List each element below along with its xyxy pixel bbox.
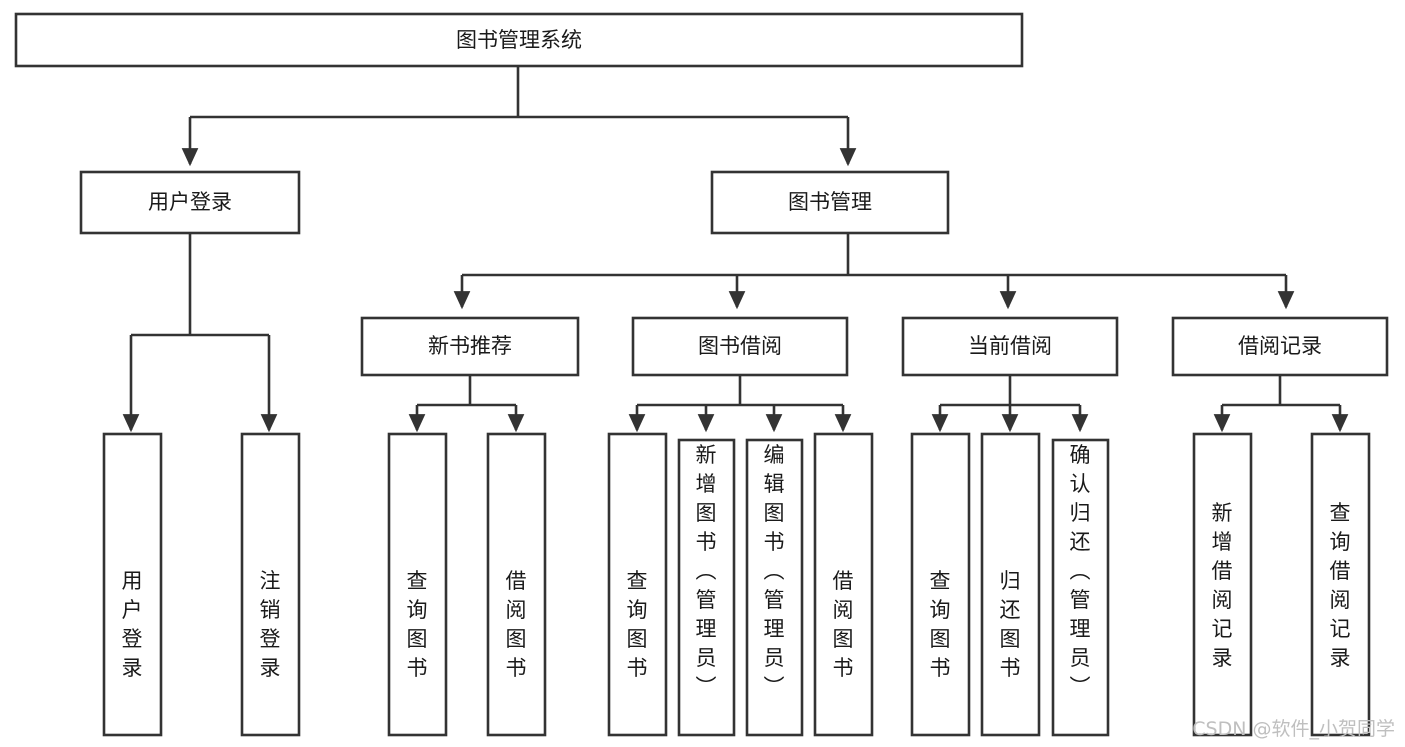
node-leaf-add-book-box[interactable] [677,438,736,737]
node-leaf-user-login[interactable]: 用户登录 [102,432,163,737]
node-leaf-edit-book-box[interactable] [745,438,804,737]
node-leaf-edit-book[interactable]: 编辑图书︵管理员︶ [745,438,804,737]
node-user-login-box[interactable] [79,170,301,235]
node-leaf-query-book-1-label: 查询图书 [407,569,428,680]
node-leaf-add-record-label: 新增借阅记录 [1212,501,1233,670]
node-borrow-record-label: 借阅记录 [1238,334,1322,358]
node-leaf-borrow-book-1-label: 借阅图书 [506,569,527,680]
node-leaf-add-record[interactable]: 新增借阅记录 [1192,432,1253,737]
node-leaf-confirm-return-label: 确认归还︵管理员︶ [1070,443,1091,699]
node-leaf-add-book[interactable]: 新增图书︵管理员︶ [677,438,736,737]
node-leaf-return-book[interactable]: 归还图书 [980,432,1041,737]
node-book-management-label: 图书管理 [788,190,872,214]
node-leaf-query-book-3[interactable]: 查询图书 [910,432,971,737]
node-leaf-return-book-box[interactable] [980,432,1041,737]
node-leaf-logout-login[interactable]: 注销登录 [240,432,301,737]
node-leaf-query-record[interactable]: 查询借阅记录 [1310,432,1371,737]
node-book-management-box[interactable] [710,170,950,235]
node-user-login-label: 用户登录 [148,190,232,214]
node-leaf-query-book-3-label: 查询图书 [930,569,951,680]
node-root-label: 图书管理系统 [456,28,582,52]
node-leaf-query-book-1[interactable]: 查询图书 [387,432,448,737]
node-leaf-confirm-return[interactable]: 确认归还︵管理员︶ [1051,438,1110,737]
node-leaf-add-book-label: 新增图书︵管理员︶ [696,443,717,699]
node-book-borrow-box[interactable] [631,316,849,377]
node-new-book-recommend[interactable]: 新书推荐 [360,316,580,377]
node-root-box[interactable] [14,12,1024,68]
node-book-management[interactable]: 图书管理 [710,170,950,235]
node-borrow-record[interactable]: 借阅记录 [1171,316,1389,377]
node-current-borrow-box[interactable] [901,316,1119,377]
node-new-book-recommend-box[interactable] [360,316,580,377]
node-leaf-user-login-label: 用户登录 [122,569,143,680]
node-leaf-borrow-book-1-box[interactable] [486,432,547,737]
node-leaf-query-record-box[interactable] [1310,432,1371,737]
node-current-borrow[interactable]: 当前借阅 [901,316,1119,377]
node-book-borrow[interactable]: 图书借阅 [631,316,849,377]
node-user-login[interactable]: 用户登录 [79,170,301,235]
watermark-text: CSDN @软件_小贺同学 [1192,718,1395,740]
node-leaf-user-login-box[interactable] [102,432,163,737]
connector-group [122,66,1349,433]
node-book-borrow-label: 图书借阅 [698,334,782,358]
node-new-book-recommend-label: 新书推荐 [428,334,512,358]
node-leaf-query-book-2-box[interactable] [607,432,668,737]
node-leaf-logout-login-label: 注销登录 [260,569,281,680]
node-leaf-query-book-2[interactable]: 查询图书 [607,432,668,737]
node-leaf-query-book-2-label: 查询图书 [627,569,648,680]
node-leaf-confirm-return-box[interactable] [1051,438,1110,737]
node-leaf-edit-book-label: 编辑图书︵管理员︶ [764,443,785,699]
node-borrow-record-box[interactable] [1171,316,1389,377]
node-leaf-logout-login-box[interactable] [240,432,301,737]
node-leaf-borrow-book-2[interactable]: 借阅图书 [813,432,874,737]
node-leaf-borrow-book-2-label: 借阅图书 [833,569,854,680]
node-leaf-add-record-box[interactable] [1192,432,1253,737]
node-leaf-query-book-1-box[interactable] [387,432,448,737]
node-root[interactable]: 图书管理系统 [14,12,1024,68]
node-leaf-borrow-book-1[interactable]: 借阅图书 [486,432,547,737]
node-leaf-query-record-label: 查询借阅记录 [1330,501,1351,670]
node-leaf-query-book-3-box[interactable] [910,432,971,737]
node-current-borrow-label: 当前借阅 [968,334,1052,358]
node-leaf-borrow-book-2-box[interactable] [813,432,874,737]
node-leaf-return-book-label: 归还图书 [1000,569,1021,680]
